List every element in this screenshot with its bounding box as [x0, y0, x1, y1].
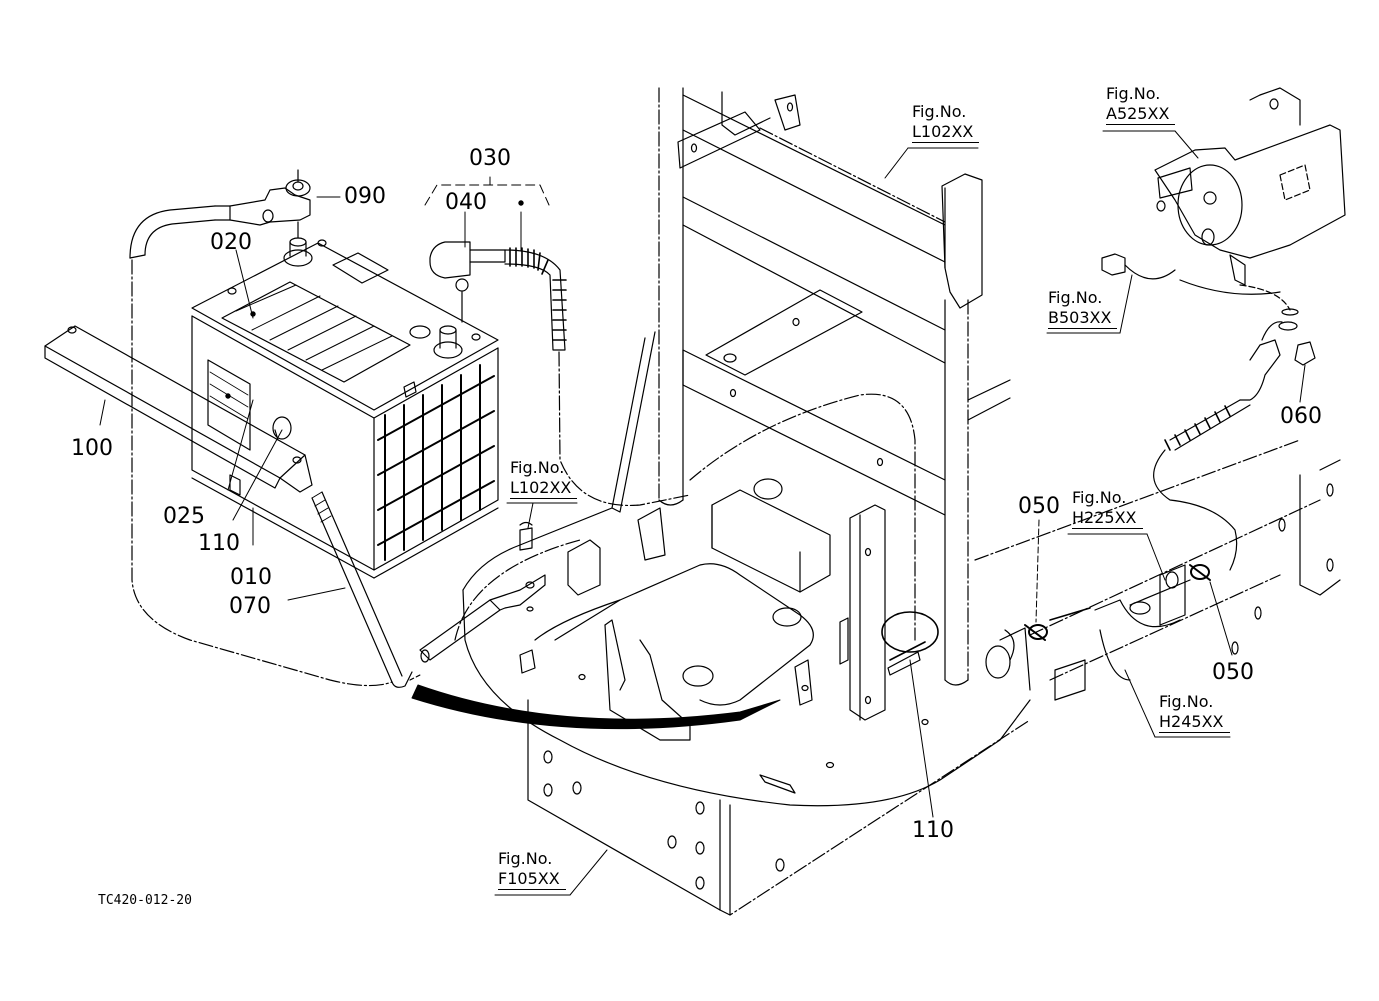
hold-down-bar	[44, 325, 313, 496]
j-bolt	[311, 491, 413, 688]
starter-cable	[1153, 279, 1316, 571]
part-label-050-right: 050	[1212, 660, 1254, 685]
right-side-frame	[974, 439, 1341, 701]
negative-cable	[129, 169, 393, 687]
cable-clamp-050-right	[1189, 564, 1211, 581]
fig-ref-prefix: Fig.No.	[510, 458, 565, 477]
part-label-050-left: 050	[1018, 494, 1060, 519]
fig-ref-prefix: Fig.No.	[1106, 84, 1161, 103]
fig-ref-code: A525XX	[1106, 104, 1176, 125]
fig-ref-h245: Fig.No. H245XX	[1159, 692, 1230, 733]
drawing-number: TC420-012-20	[98, 893, 192, 908]
part-label-100: 110	[198, 531, 240, 556]
fig-ref-code: F105XX	[498, 869, 566, 890]
cable-clamp-050-left	[1024, 607, 1091, 641]
fig-ref-prefix: Fig.No.	[912, 102, 967, 121]
part-label-110: 110	[912, 818, 954, 843]
part-label-025: 025	[163, 504, 205, 529]
fig-ref-code: H225XX	[1072, 508, 1143, 529]
fig-ref-code: H245XX	[1159, 712, 1230, 733]
part-label-010: 010	[230, 565, 272, 590]
part-label-090: 070	[229, 594, 271, 619]
frame-assembly	[611, 87, 1011, 686]
fig-ref-a525: Fig.No. A525XX	[1106, 84, 1176, 125]
cable-tie-110	[881, 611, 939, 676]
fig-ref-code: B503XX	[1048, 308, 1118, 329]
lower-frame	[527, 699, 1031, 916]
positive-cable	[429, 241, 691, 507]
fig-ref-code: L102XX	[912, 122, 980, 143]
fig-ref-b503: Fig.No. B503XX	[1048, 288, 1118, 329]
connector-b503	[1101, 253, 1176, 280]
battery	[191, 237, 499, 579]
part-label-040: 040	[445, 190, 487, 215]
part-label-020: 020	[210, 230, 252, 255]
fig-ref-prefix: Fig.No.	[1072, 488, 1127, 507]
floor-plate	[462, 478, 1031, 807]
fig-ref-h225: Fig.No. H225XX	[1072, 488, 1143, 529]
fig-ref-code: L102XX	[510, 478, 578, 499]
part-label-070: 090	[344, 184, 386, 209]
assembly-direction-arrow	[411, 684, 781, 730]
fig-ref-prefix: Fig.No.	[1048, 288, 1103, 307]
fig-ref-l102-top: Fig.No. L102XX	[912, 102, 980, 143]
ground-cable	[409, 521, 581, 681]
part-label-080: 100	[71, 436, 113, 461]
fig-ref-prefix: Fig.No.	[498, 849, 553, 868]
part-label-060: 060	[1280, 404, 1322, 429]
fig-ref-f105: Fig.No. F105XX	[498, 849, 566, 890]
fig-ref-l102-mid: Fig.No. L102XX	[510, 458, 578, 499]
starter-motor	[1154, 87, 1346, 286]
fig-ref-prefix: Fig.No.	[1159, 692, 1214, 711]
part-label-030: 030	[469, 146, 511, 171]
